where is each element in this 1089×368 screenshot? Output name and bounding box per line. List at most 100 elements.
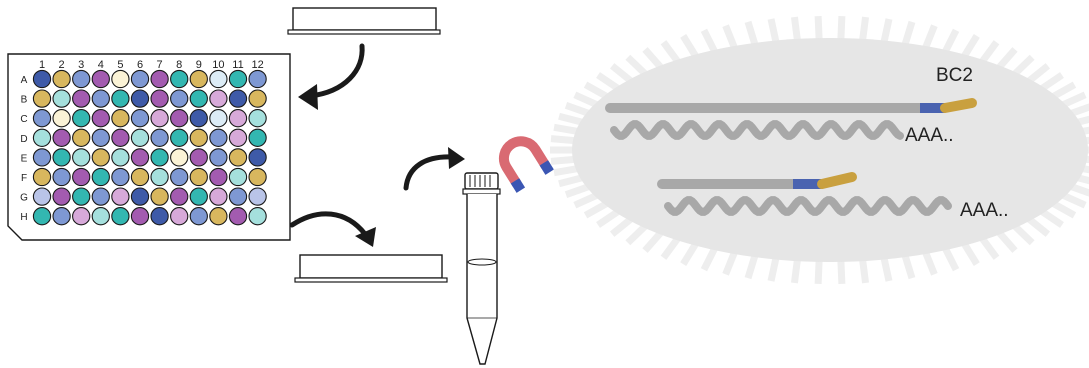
well: [170, 167, 189, 187]
well: [130, 69, 150, 89]
plate-row-label: F: [21, 173, 27, 184]
well: [228, 69, 248, 89]
well: [130, 89, 150, 108]
well: [52, 128, 71, 147]
well: [130, 128, 150, 147]
plate-row-label: D: [20, 134, 27, 145]
well: [189, 148, 208, 167]
well: [209, 69, 228, 89]
plate-row-label: H: [20, 212, 27, 223]
well: [32, 69, 52, 89]
plate-column-label: 8: [176, 59, 182, 71]
well: [209, 109, 228, 128]
well: [170, 148, 189, 167]
well: [189, 207, 208, 226]
well: [130, 148, 150, 167]
plate-column-label: 3: [78, 59, 84, 71]
well: [248, 167, 267, 187]
well: [209, 167, 228, 187]
well: [72, 89, 91, 108]
well: [189, 128, 208, 147]
well: [32, 148, 52, 167]
well: [209, 187, 228, 206]
well: [91, 128, 110, 147]
well: [72, 167, 91, 187]
well: [150, 69, 169, 89]
well: [52, 109, 71, 128]
well: [111, 148, 130, 167]
well: [189, 187, 208, 206]
well: [111, 167, 130, 187]
well: [111, 109, 130, 128]
plate-lid-bottom-icon: [294, 254, 448, 283]
well: [91, 167, 110, 187]
well: [228, 89, 248, 108]
well: [72, 69, 91, 89]
well: [72, 207, 91, 226]
well: [189, 89, 208, 108]
well: [209, 148, 228, 167]
plate-column-label: 6: [137, 59, 143, 71]
well: [228, 207, 248, 226]
well: [52, 167, 71, 187]
well: [32, 109, 52, 128]
well: [32, 89, 52, 108]
well: [32, 207, 52, 226]
well: [150, 187, 169, 206]
well: [91, 89, 110, 108]
well: [91, 187, 110, 206]
well: [209, 207, 228, 226]
well: [111, 89, 130, 108]
well: [170, 69, 189, 89]
well: [52, 187, 71, 206]
well: [111, 207, 130, 226]
well: [248, 207, 267, 226]
plate-column-label: 12: [251, 59, 263, 71]
plate-column-label: 10: [212, 59, 224, 71]
plate-column-label: 2: [59, 59, 65, 71]
well: [32, 167, 52, 187]
well: [130, 187, 150, 206]
well: [111, 187, 130, 206]
plate-column-label: 9: [196, 59, 202, 71]
well: [91, 207, 110, 226]
well: [248, 187, 267, 206]
well: [91, 109, 110, 128]
well: [72, 187, 91, 206]
well: [170, 109, 189, 128]
well: [111, 69, 130, 89]
mrna-strand-1: [610, 120, 904, 140]
plate-column-label: 11: [232, 59, 243, 71]
barcode-label: BC2: [936, 65, 973, 86]
plate-column-label: 1: [39, 59, 45, 71]
well: [209, 128, 228, 147]
polya-label-2: AAA..: [960, 200, 1009, 221]
capture-oligo-2: [657, 172, 952, 216]
well: [228, 148, 248, 167]
well: [52, 207, 71, 226]
well: [52, 89, 71, 108]
well: [130, 109, 150, 128]
well: [248, 109, 267, 128]
well: [91, 69, 110, 89]
plate-row-label: A: [21, 75, 28, 86]
well: [52, 148, 71, 167]
well: [248, 128, 267, 147]
magnet-icon: [498, 136, 554, 193]
cell: [550, 15, 1089, 285]
well: [32, 128, 52, 147]
polya-label-1: AAA..: [905, 125, 954, 146]
well: [150, 207, 169, 226]
well: [130, 207, 150, 226]
well: [72, 109, 91, 128]
well: [209, 89, 228, 108]
curved-arrow-icon-1: [298, 43, 365, 110]
plate-column-label: 5: [117, 59, 123, 71]
well: [150, 89, 169, 108]
capture-oligo-1: [605, 98, 977, 140]
well: [228, 187, 248, 206]
